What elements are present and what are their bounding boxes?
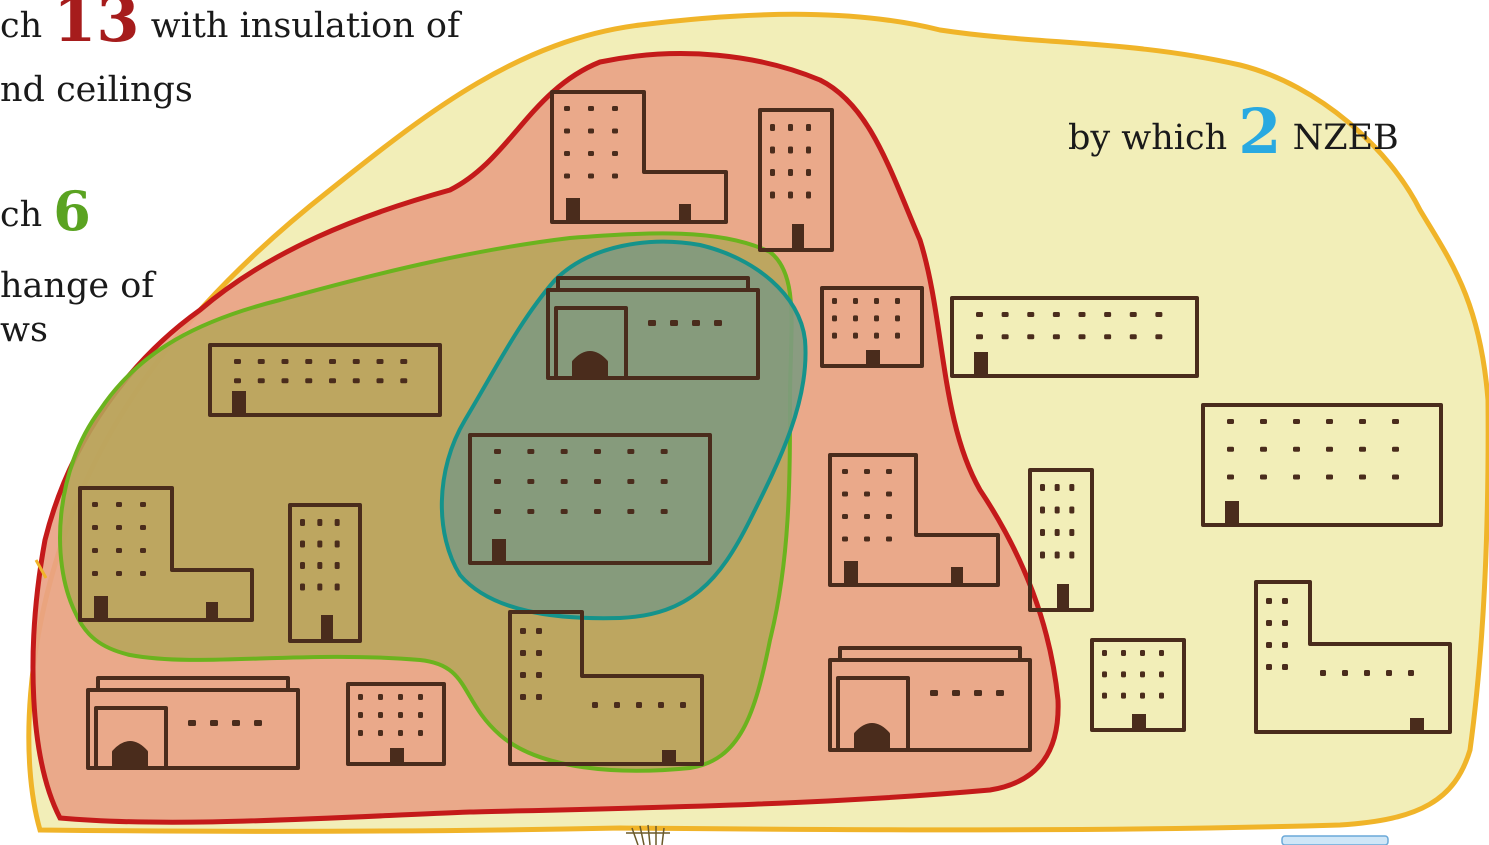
label-nzeb: by which 2 NZEB: [1068, 96, 1399, 167]
label-insulation-suffix: with insulation of: [151, 6, 460, 46]
label-windows-prefix: ch: [0, 195, 42, 235]
label-nzeb-prefix: by which: [1068, 118, 1227, 158]
label-windows-line2: hange of: [0, 266, 154, 306]
label-insulation-line2: nd ceilings: [0, 70, 193, 110]
crown-doodle-icon: [626, 825, 670, 845]
label-windows-number: 6: [53, 179, 91, 243]
label-windows-line1: ch 6: [0, 180, 91, 242]
corner-logo-fragment: [1282, 836, 1388, 845]
label-insulation-line1: ch 13 with insulation of: [0, 0, 460, 55]
label-insulation-number: 13: [53, 0, 139, 56]
label-nzeb-suffix: NZEB: [1293, 118, 1399, 158]
label-insulation-prefix: ch: [0, 6, 42, 46]
label-windows-line3: ws: [0, 310, 48, 350]
label-nzeb-number: 2: [1238, 95, 1281, 168]
